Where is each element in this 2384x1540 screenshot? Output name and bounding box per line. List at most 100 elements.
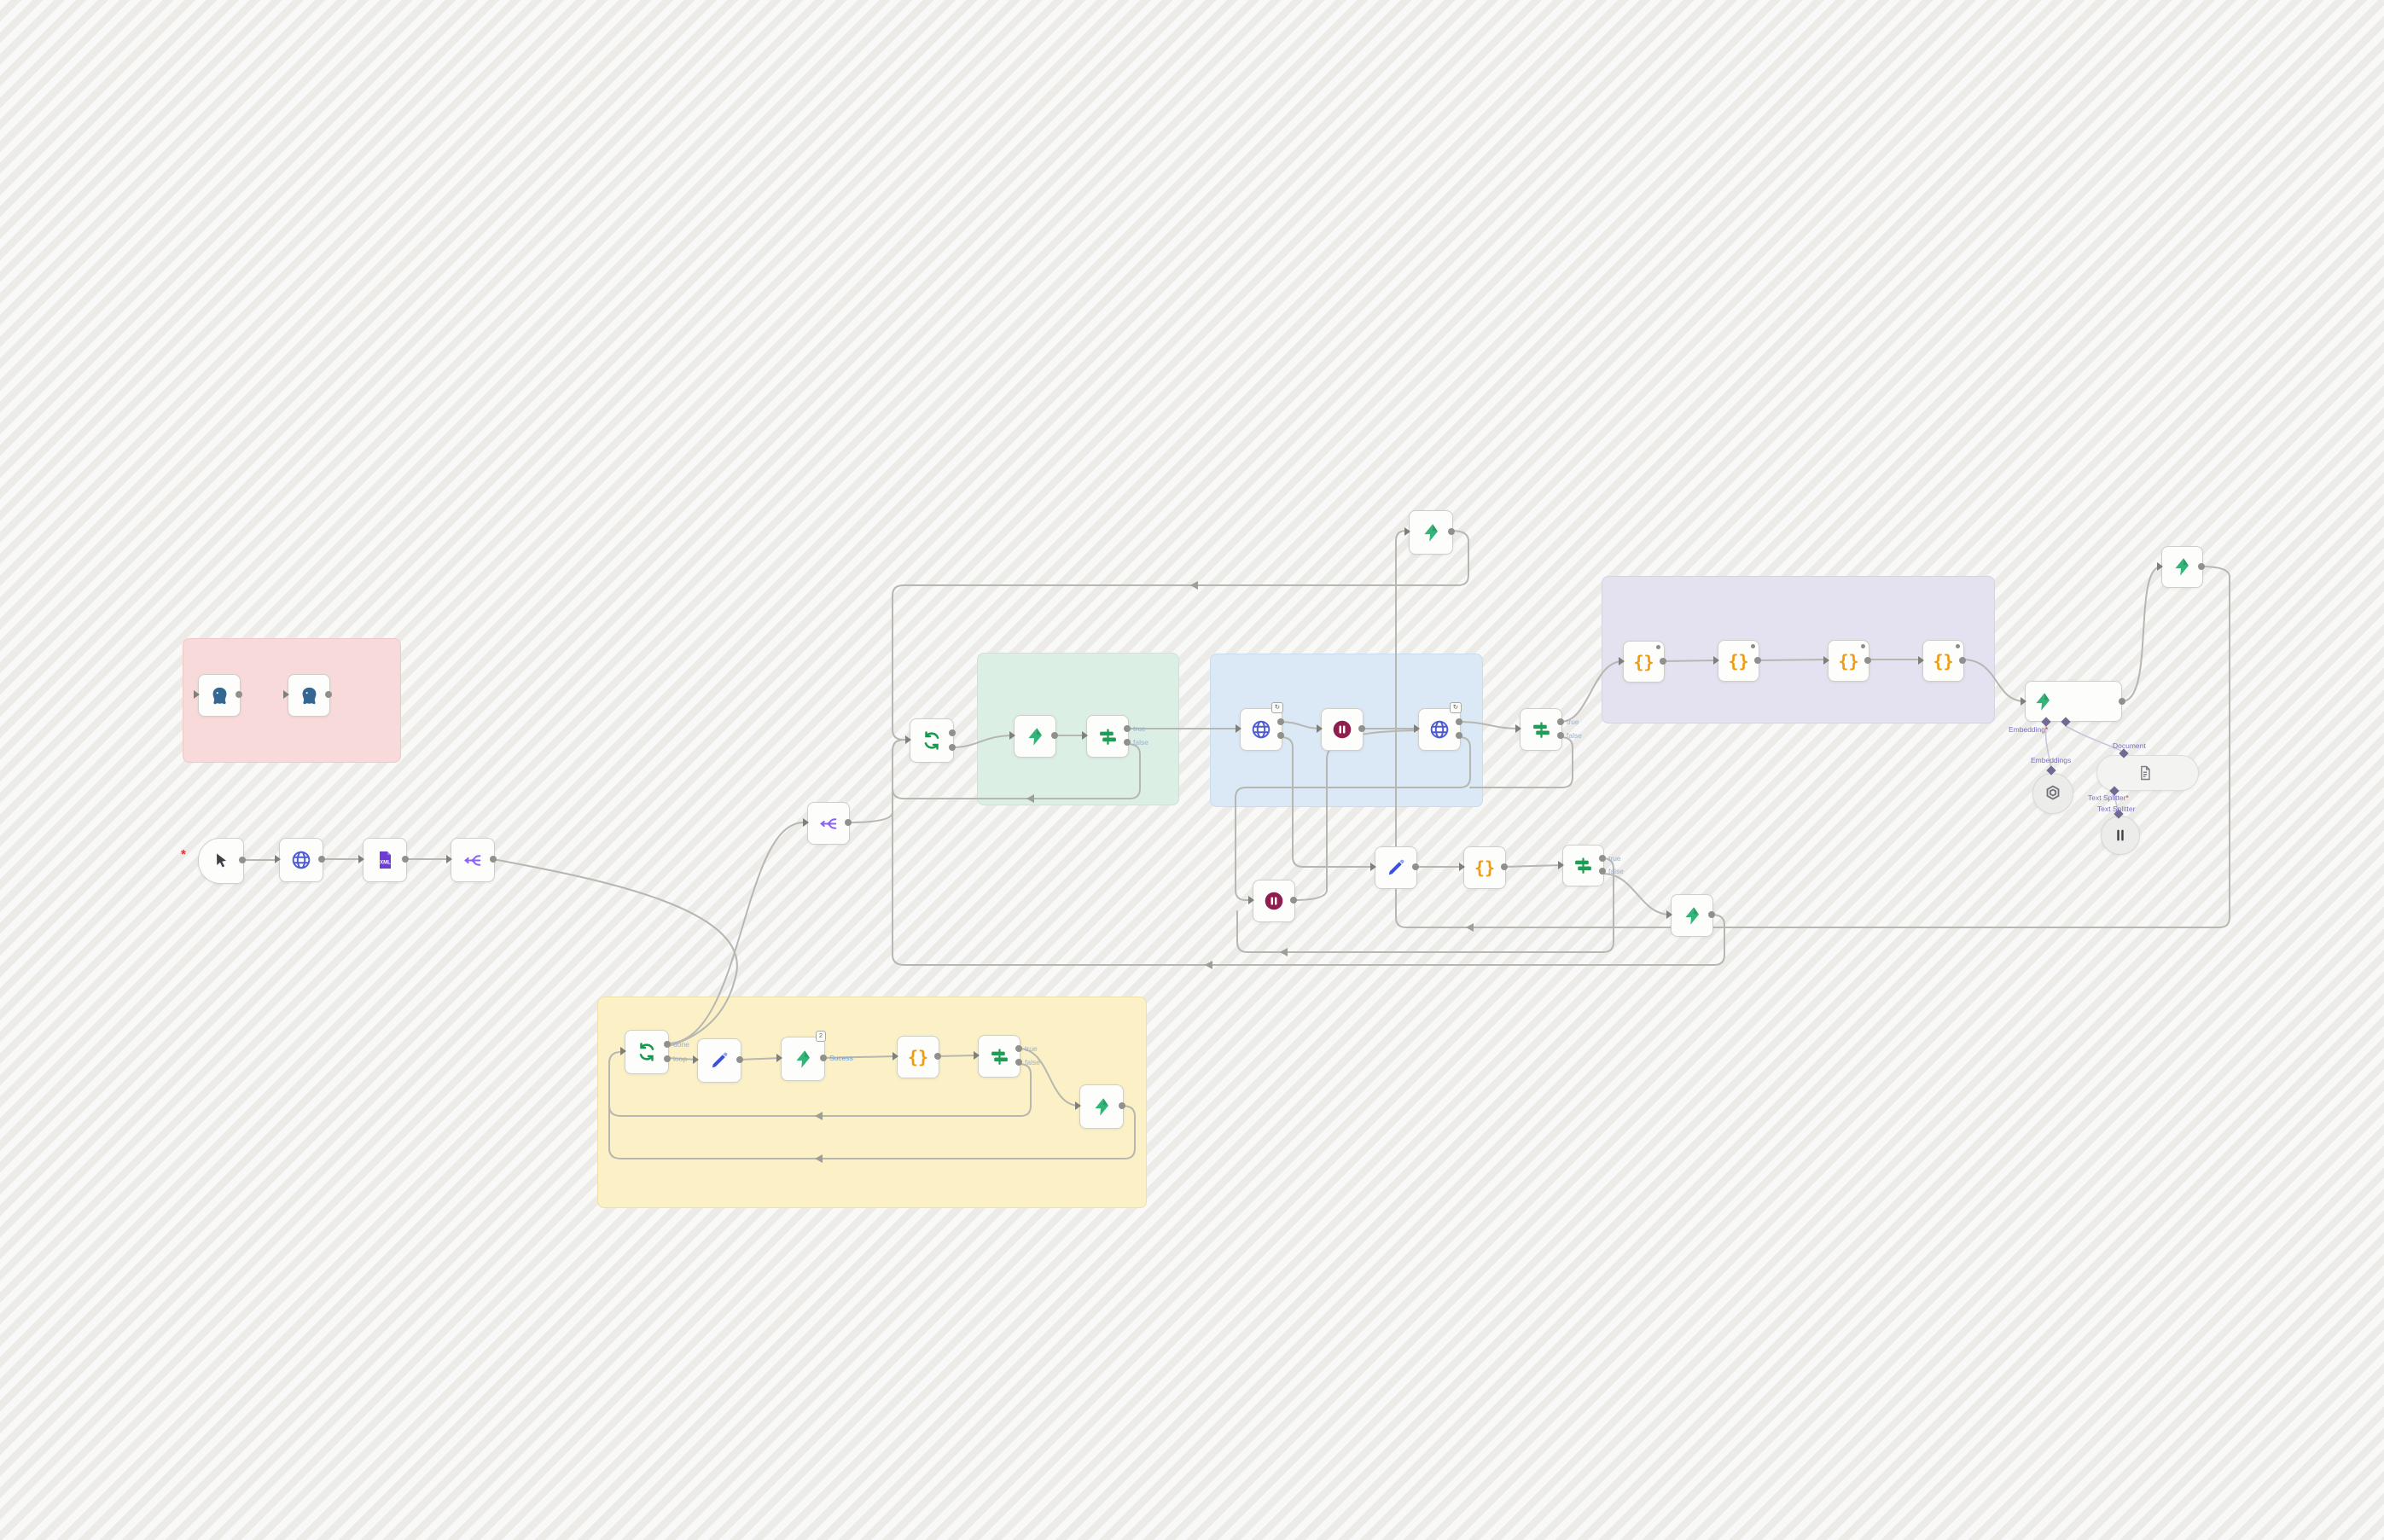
output-port[interactable] <box>2198 562 2205 570</box>
input-port[interactable] <box>1619 656 1625 665</box>
input-port[interactable] <box>776 1054 782 1062</box>
input-port[interactable] <box>905 735 911 744</box>
if2-node[interactable] <box>1086 715 1129 758</box>
input-port[interactable] <box>1082 731 1088 740</box>
if1-node[interactable] <box>1562 845 1604 886</box>
output-port[interactable] <box>1277 718 1284 725</box>
output-port[interactable] <box>845 819 852 826</box>
input-port[interactable] <box>1248 896 1254 904</box>
input-port[interactable] <box>1713 655 1719 665</box>
input-port[interactable] <box>1370 863 1376 871</box>
input-port[interactable] <box>1009 731 1015 740</box>
input-port[interactable] <box>693 1055 699 1064</box>
input-port[interactable] <box>283 690 289 699</box>
http-request-node[interactable] <box>279 838 323 882</box>
input-port[interactable] <box>1459 863 1465 871</box>
code-metadata-node[interactable]: {} <box>1922 640 1964 682</box>
output-port[interactable] <box>2119 698 2125 705</box>
output-port[interactable] <box>490 856 497 863</box>
input-port[interactable] <box>2157 561 2163 571</box>
wait-node[interactable] <box>1321 708 1364 751</box>
output-port[interactable] <box>1557 732 1564 740</box>
output-port[interactable] <box>1660 657 1666 665</box>
postgres-1-node[interactable] <box>198 674 241 717</box>
manual-trigger-node[interactable] <box>198 838 244 884</box>
postgres-2-node[interactable] <box>288 674 330 717</box>
crawl-scrape-node[interactable]: ↻ <box>1240 702 1283 751</box>
if-main-node[interactable] <box>1520 708 1562 751</box>
input-port[interactable] <box>1515 724 1521 733</box>
split-out-node[interactable] <box>451 838 495 882</box>
output-port[interactable] <box>1448 528 1455 535</box>
output-port[interactable] <box>1456 718 1462 725</box>
input-port[interactable] <box>1317 724 1323 733</box>
output-port[interactable] <box>1124 739 1131 747</box>
output-port[interactable] <box>239 857 246 863</box>
output-port[interactable] <box>1015 1044 1022 1052</box>
output-port[interactable] <box>402 856 409 863</box>
check-url-node[interactable]: 2 <box>781 1031 826 1081</box>
data-loader-node[interactable] <box>2096 755 2199 791</box>
code-content-node[interactable]: {} <box>1828 640 1869 682</box>
output-port[interactable] <box>934 1053 941 1060</box>
vector-store-node[interactable] <box>2025 681 2122 722</box>
output-port[interactable] <box>949 729 956 736</box>
input-port[interactable] <box>1075 1101 1081 1110</box>
sticky-note-put-urls[interactable] <box>597 997 1147 1208</box>
input-port[interactable] <box>1558 860 1564 869</box>
xml-node[interactable]: XML <box>363 838 407 882</box>
input-port[interactable] <box>1918 655 1924 665</box>
output-port[interactable] <box>1119 1102 1125 1109</box>
output-port[interactable] <box>664 1055 671 1062</box>
output-port[interactable] <box>1290 897 1297 904</box>
format-output-node[interactable]: {} <box>897 1036 939 1078</box>
char-splitter-node[interactable] <box>2101 816 2140 855</box>
output-port[interactable] <box>820 1055 827 1061</box>
input-port[interactable] <box>2021 697 2026 706</box>
split-out1-node[interactable] <box>807 802 850 845</box>
output-port[interactable] <box>949 743 956 751</box>
output-port[interactable] <box>325 691 332 698</box>
update-table-node[interactable] <box>2161 546 2203 588</box>
loop-over-items2-node[interactable] <box>625 1030 669 1074</box>
output-port[interactable] <box>1015 1059 1022 1066</box>
input-port[interactable] <box>446 855 452 863</box>
input-port[interactable] <box>893 1052 898 1061</box>
output-port[interactable] <box>318 856 325 863</box>
input-port[interactable] <box>194 690 200 699</box>
output-port[interactable] <box>1864 656 1871 664</box>
output-port[interactable] <box>1358 725 1365 732</box>
embeddings-openai-node[interactable] <box>2032 773 2073 814</box>
input-port[interactable] <box>358 855 364 863</box>
output-port[interactable] <box>1501 863 1508 870</box>
output-port[interactable] <box>1599 854 1606 862</box>
output-port[interactable] <box>235 691 242 698</box>
loop-over-items-node[interactable] <box>910 718 954 763</box>
output-port[interactable] <box>1051 732 1058 739</box>
code-quality-node[interactable]: {} <box>1718 640 1759 682</box>
code-remove-node[interactable]: {} <box>1623 641 1665 683</box>
output-port[interactable] <box>736 1056 743 1063</box>
input-port[interactable] <box>1823 655 1829 665</box>
wait1-node[interactable] <box>1253 880 1295 922</box>
input-port[interactable] <box>620 1047 626 1055</box>
output-port[interactable] <box>1959 656 1966 664</box>
update-table2-node[interactable] <box>1671 894 1713 937</box>
task-status-node[interactable]: ↻ <box>1418 702 1462 751</box>
input-port[interactable] <box>974 1051 980 1060</box>
input-port[interactable] <box>1666 910 1672 919</box>
format-url-node[interactable] <box>697 1038 741 1083</box>
output-port[interactable] <box>1557 718 1564 725</box>
input-port[interactable] <box>803 818 809 827</box>
input-port[interactable] <box>1414 724 1420 733</box>
output-port[interactable] <box>1599 868 1606 875</box>
output-port[interactable] <box>1754 656 1761 664</box>
update-table4-node[interactable] <box>1409 510 1453 555</box>
output-port[interactable] <box>1277 732 1284 740</box>
output-port[interactable] <box>1124 724 1131 732</box>
input-port[interactable] <box>1404 527 1410 536</box>
output-port[interactable] <box>1708 911 1715 918</box>
edit-fields-node[interactable] <box>1375 846 1417 889</box>
output-port[interactable] <box>1412 863 1419 870</box>
